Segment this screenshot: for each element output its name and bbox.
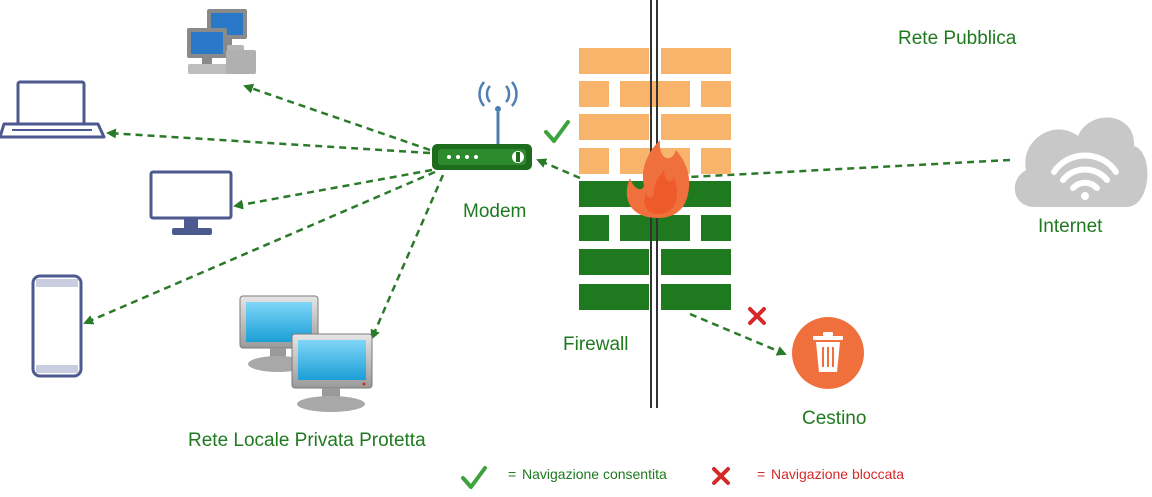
link-modem-desktops bbox=[243, 83, 431, 152]
link-modem-monitor bbox=[233, 168, 433, 210]
legend-blocked-eq: = bbox=[757, 466, 765, 482]
smartphone-icon bbox=[31, 274, 83, 378]
legend-check-icon bbox=[461, 466, 487, 489]
cross-icon bbox=[748, 307, 766, 325]
link-modem-laptop bbox=[106, 128, 431, 155]
modem-label: Modem bbox=[463, 201, 526, 222]
cloud-wifi-icon bbox=[1014, 117, 1148, 207]
workstation-pair-icon bbox=[239, 295, 373, 412]
check-icon bbox=[544, 120, 570, 143]
router-icon bbox=[432, 81, 532, 170]
legend-cross-icon bbox=[712, 467, 730, 485]
trash-icon bbox=[792, 317, 864, 389]
connection-lines bbox=[83, 83, 1011, 356]
link-modem-workstations bbox=[370, 174, 445, 340]
link-firewall-trash bbox=[689, 312, 787, 356]
desktop-pair-icon bbox=[187, 9, 256, 74]
legend-allowed-eq: = bbox=[508, 466, 516, 482]
flame-icon bbox=[626, 140, 690, 218]
trash-label: Cestino bbox=[802, 408, 866, 429]
legend-allowed-text: Navigazione consentita bbox=[522, 466, 667, 482]
link-internet-firewall bbox=[689, 158, 1011, 179]
firewall-label: Firewall bbox=[563, 334, 628, 355]
legend: = Navigazione consentita = Navigazione b… bbox=[461, 466, 904, 489]
link-firewall-modem bbox=[536, 158, 581, 180]
legend-blocked-text: Navigazione bloccata bbox=[771, 466, 904, 482]
laptop-icon bbox=[0, 80, 106, 139]
private-network-label: Rete Locale Privata Protetta bbox=[188, 430, 426, 451]
monitor-icon bbox=[149, 170, 233, 235]
firewall-icon bbox=[579, 48, 731, 310]
link-modem-phone bbox=[83, 170, 436, 325]
public-network-label: Rete Pubblica bbox=[898, 28, 1017, 49]
internet-label: Internet bbox=[1038, 216, 1103, 237]
